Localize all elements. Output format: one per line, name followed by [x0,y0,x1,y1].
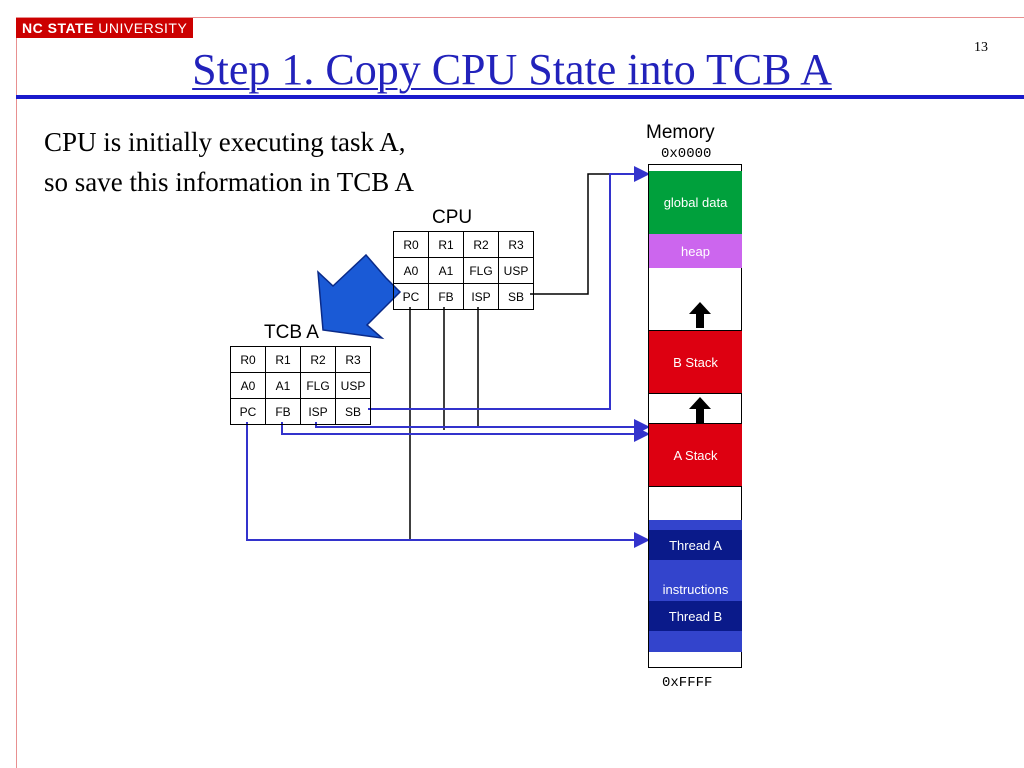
tcb-reg: R2 [300,346,336,373]
cpu-reg: R2 [463,231,499,258]
tcb-reg: ISP [300,398,336,425]
cpu-reg: SB [498,283,534,310]
heap-growth-arrow-icon [689,302,711,328]
a-stack-segment: A Stack [649,423,742,487]
cpu-row-2: A0 A1 FLG USP [393,257,534,284]
cpu-reg: R0 [393,231,429,258]
cpu-sb-link [530,168,650,295]
tcb-reg: R3 [335,346,371,373]
left-border-line [16,38,17,768]
cpu-reg: R1 [428,231,464,258]
instructions-top-segment [649,520,742,530]
cpu-row-1: R0 R1 R2 R3 [393,231,534,258]
tcb-reg: USP [335,372,371,399]
tcb-row-3: PC FB ISP SB [230,398,371,425]
b-stack-segment: B Stack [649,330,742,394]
slide-title: Step 1. Copy CPU State into TCB A [192,45,832,94]
tcb-reg: A1 [265,372,301,399]
tcb-label: TCB A [264,322,319,343]
tcb-fb-link [281,422,650,442]
tcb-reg: SB [335,398,371,425]
body-line-2: so save this information in TCB A [44,167,414,197]
cpu-reg: A0 [393,257,429,284]
cpu-reg: PC [393,283,429,310]
tcb-row-1: R0 R1 R2 R3 [230,346,371,373]
tcb-reg: A0 [230,372,266,399]
instructions-segment: instructions [649,560,742,601]
tcb-reg: R1 [265,346,301,373]
tcb-register-table: R0 R1 R2 R3 A0 A1 FLG USP PC FB ISP SB [230,346,371,425]
global-data-segment: global data [649,171,742,234]
cpu-reg: A1 [428,257,464,284]
title-underline-bar [16,95,1024,99]
slide-number: 13 [974,40,988,55]
copy-arrow [317,253,402,340]
logo-bold-text: NC STATE [22,20,94,36]
logo-light-text: UNIVERSITY [93,20,188,36]
tcb-row-2: A0 A1 FLG USP [230,372,371,399]
tcb-reg: PC [230,398,266,425]
body-text: CPU is initially executing task A, so sa… [44,122,414,202]
cpu-register-table: R0 R1 R2 R3 A0 A1 FLG USP PC FB ISP SB [393,231,534,310]
instructions-bottom-segment [649,631,742,652]
tcb-sb-link [368,166,650,410]
thread-b-segment: Thread B [649,601,742,631]
cpu-reg: R3 [498,231,534,258]
cpu-reg: FB [428,283,464,310]
tcb-reg: FLG [300,372,336,399]
cpu-reg: FLG [463,257,499,284]
cpu-reg: USP [498,257,534,284]
cpu-label: CPU [432,207,473,228]
tcb-reg: FB [265,398,301,425]
heap-segment: heap [649,234,742,268]
stack-growth-arrow-icon [689,397,711,423]
tcb-reg: R0 [230,346,266,373]
thread-a-segment: Thread A [649,530,742,560]
cpu-reg: ISP [463,283,499,310]
memory-start-address: 0x0000 [661,146,712,162]
university-logo: NC STATE UNIVERSITY [16,18,194,38]
tcb-pc-link [246,422,650,548]
memory-end-address: 0xFFFF [662,675,713,691]
memory-label: Memory [646,122,715,143]
top-border-line [16,17,1024,18]
body-line-1: CPU is initially executing task A, [44,127,406,157]
cpu-row-3: PC FB ISP SB [393,283,534,310]
